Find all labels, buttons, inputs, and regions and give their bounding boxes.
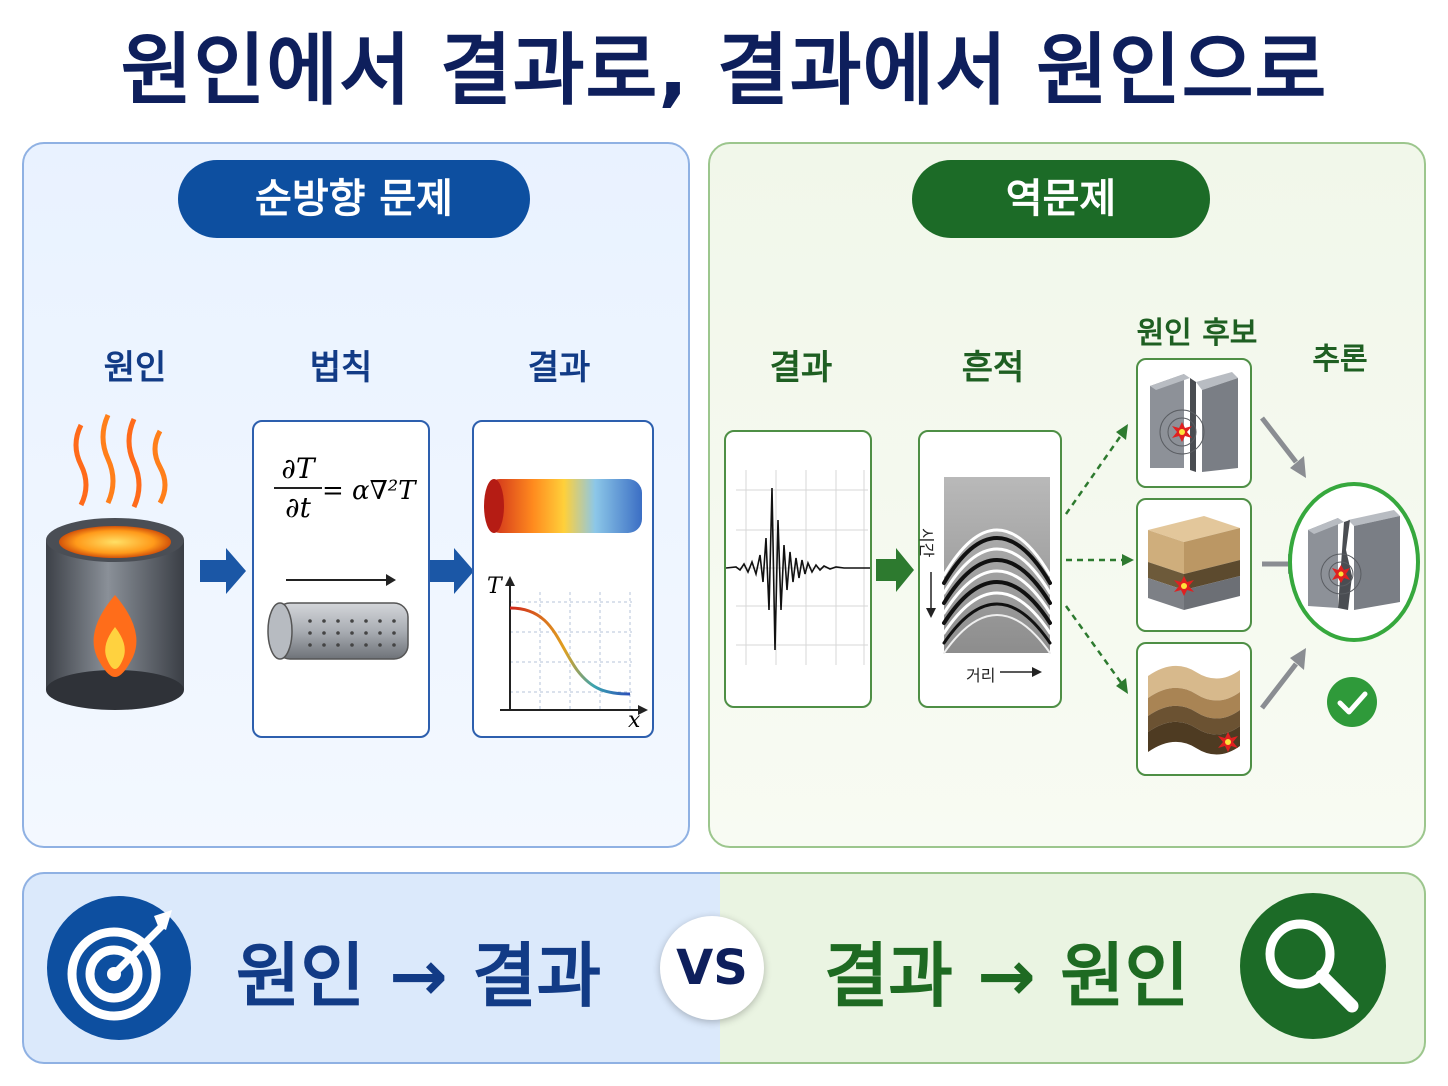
graph-y-axis-label: T	[487, 574, 502, 599]
arrow-right-icon	[428, 548, 474, 594]
arrow-right-icon	[876, 548, 914, 592]
trace-label: 흔적	[961, 348, 1025, 388]
temperature-graph	[500, 576, 648, 715]
inverse-summary-text: 결과 → 원인	[824, 935, 1189, 1017]
result-card	[472, 420, 654, 738]
equation-rhs: = α∇²T	[322, 476, 416, 506]
inverse-problem-heading: 역문제	[912, 160, 1210, 238]
law-label: 법칙	[309, 348, 373, 388]
result-label: 결과	[527, 348, 591, 388]
equation-fraction: ∂T ∂t	[274, 452, 322, 524]
folded-layers-illustration	[1148, 665, 1240, 755]
inferred-cause-highlight	[1288, 482, 1420, 642]
fault-block-illustration	[1150, 372, 1238, 472]
trace-distance-axis-label: 거리	[966, 666, 996, 685]
check-icon	[1327, 677, 1377, 727]
forward-problem-heading: 순방향 문제	[178, 160, 530, 238]
arrow-down-icon	[926, 572, 936, 618]
page-title: 원인에서 결과로, 결과에서 원인으로	[120, 26, 1328, 116]
inference-label: 추론	[1312, 342, 1368, 377]
seismic-section-image	[942, 477, 1052, 654]
seismogram-waveform	[726, 470, 870, 665]
trace-time-axis-label: 시간	[917, 528, 936, 558]
arrow-right-icon	[200, 548, 246, 594]
magnifier-icon	[1240, 893, 1386, 1039]
temperature-gradient-rod	[484, 479, 642, 533]
forward-summary-text: 원인 → 결과	[236, 935, 601, 1017]
fire-icon	[46, 413, 184, 710]
candidate-branch-arrows	[1064, 424, 1134, 694]
equation-denominator: ∂t	[285, 491, 311, 524]
vs-badge: VS	[660, 916, 764, 1020]
arrow-right-icon	[1000, 667, 1042, 677]
candidates-label: 원인 후보	[1136, 316, 1258, 351]
heated-rod-illustration	[267, 574, 409, 660]
cause-label: 원인	[103, 348, 167, 388]
layered-block-illustration	[1148, 516, 1240, 610]
equation-numerator: ∂T	[281, 452, 315, 485]
target-icon	[47, 896, 191, 1040]
inverse-result-label: 결과	[769, 348, 833, 388]
graph-x-axis-label: x	[628, 708, 641, 733]
